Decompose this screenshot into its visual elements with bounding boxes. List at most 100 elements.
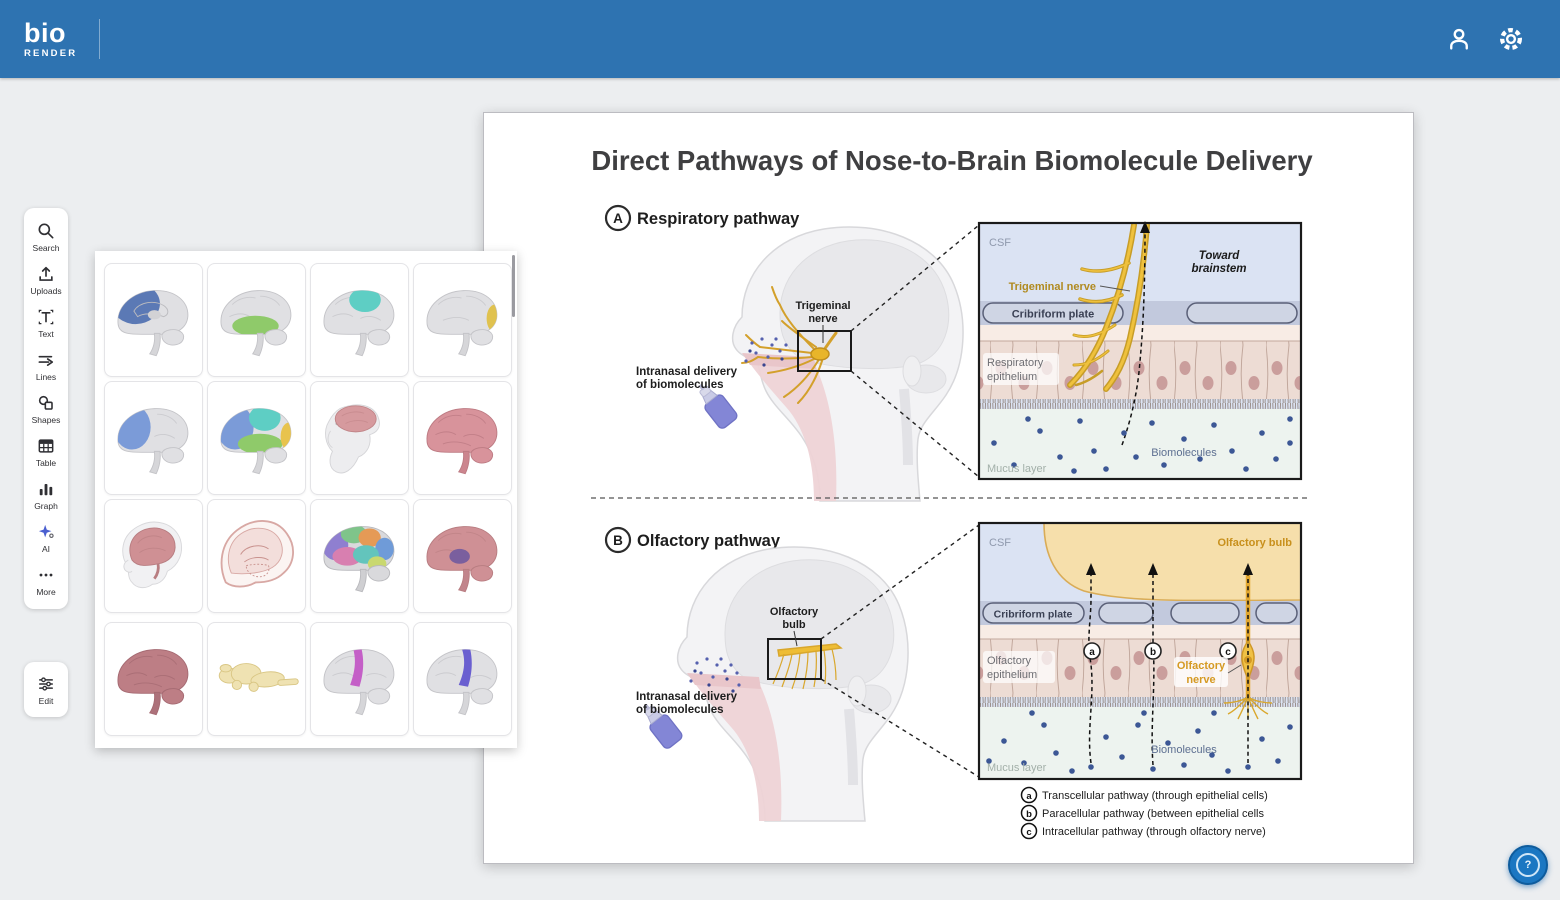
olfactory-fibers bbox=[772, 648, 837, 690]
panel-b-heading: B Olfactory pathway bbox=[604, 526, 781, 554]
toolbar-item-search[interactable]: Search bbox=[24, 216, 68, 259]
inset-respiratory: CSF Toward brainstem Trigeminal nerve Cr… bbox=[977, 221, 1303, 481]
head-illustration-b[interactable] bbox=[636, 547, 908, 821]
svg-text:a: a bbox=[1089, 647, 1095, 658]
toolbar-item-text[interactable]: Text bbox=[24, 302, 68, 345]
help-question-icon: ? bbox=[1516, 853, 1540, 877]
legend-row-c: Intracellular pathway (through olfactory… bbox=[1042, 826, 1266, 838]
tool-rail: Search Uploads Text Lines Shapes bbox=[24, 208, 68, 609]
gallery-scrollbar[interactable] bbox=[512, 255, 515, 317]
toolbar-item-more[interactable]: More bbox=[24, 560, 68, 603]
nasal-spray-bottle-b bbox=[644, 704, 683, 749]
upload-icon bbox=[39, 266, 53, 281]
gallery-item-brain-dark-pink[interactable] bbox=[104, 622, 203, 736]
logo-sub: RENDER bbox=[24, 47, 78, 59]
panel-a-label: Respiratory pathway bbox=[637, 210, 800, 228]
gallery-item-brain-parietal-teal[interactable] bbox=[310, 263, 409, 377]
panel-a-heading: A Respiratory pathway bbox=[604, 204, 800, 232]
lines-icon bbox=[38, 355, 54, 366]
delivery-label-b: Intranasal delivery bbox=[636, 691, 738, 703]
gallery-item-brain-insula-purple[interactable] bbox=[413, 499, 512, 613]
toolbar-item-ai[interactable]: AI bbox=[24, 517, 68, 560]
olfactory-bulb-label: Olfactory bbox=[770, 606, 819, 618]
biomolecules-label-b: Biomolecules bbox=[1151, 744, 1217, 756]
biomolecules-label-a: Biomolecules bbox=[1151, 447, 1217, 459]
panel-b-letter: B bbox=[613, 533, 623, 548]
trigeminal-nerve-label: Trigeminal bbox=[795, 300, 850, 312]
olfactory-nerve-label: Olfactory bbox=[1177, 660, 1226, 672]
toolbar-item-shapes[interactable]: Shapes bbox=[24, 388, 68, 431]
svg-text:a: a bbox=[1026, 791, 1032, 802]
svg-text:b: b bbox=[1026, 809, 1032, 820]
biorender-logo[interactable]: bio RENDER bbox=[24, 19, 78, 59]
figure-title: Direct Pathways of Nose-to-Brain Biomole… bbox=[591, 145, 1313, 176]
settings-gear-icon[interactable] bbox=[1496, 24, 1526, 54]
toolbar-item-edit[interactable]: Edit bbox=[24, 669, 68, 712]
respiratory-epithelium-label: Respiratory bbox=[987, 357, 1044, 369]
gallery-item-brain-gyrus-violet[interactable] bbox=[413, 622, 512, 736]
legend-row-a: Transcellular pathway (through epithelia… bbox=[1042, 790, 1268, 802]
svg-text:c: c bbox=[1225, 647, 1231, 658]
svg-text:of biomolecules: of biomolecules bbox=[636, 379, 724, 391]
gallery-item-brainstem-yellow[interactable] bbox=[207, 622, 306, 736]
gallery-item-infant-brain[interactable] bbox=[104, 499, 203, 613]
toward-brainstem-label: Toward bbox=[1199, 250, 1240, 262]
graph-icon bbox=[39, 484, 53, 496]
gallery-item-head-sagittal-pink[interactable] bbox=[207, 499, 306, 613]
gallery-item-brain-gyrus-magenta[interactable] bbox=[310, 622, 409, 736]
head-illustration-a[interactable] bbox=[691, 286, 852, 430]
olfactory-bulb-shape bbox=[777, 643, 843, 657]
brain-gallery-panel bbox=[95, 251, 517, 748]
biomolecule-dots-a bbox=[991, 416, 1293, 474]
tool-rail-edit: Edit bbox=[24, 662, 68, 717]
canvas-page[interactable]: Direct Pathways of Nose-to-Brain Biomole… bbox=[483, 112, 1414, 864]
svg-text:bulb: bulb bbox=[782, 619, 805, 631]
toolbar-item-uploads[interactable]: Uploads bbox=[24, 259, 68, 302]
cribriform-plate-label-b: Cribriform plate bbox=[994, 609, 1073, 621]
ai-sparkle-icon bbox=[38, 524, 54, 538]
csf-label-a: CSF bbox=[989, 237, 1011, 249]
zoom-box-b bbox=[767, 638, 822, 680]
toolbar-item-graph[interactable]: Graph bbox=[24, 474, 68, 517]
svg-text:nerve: nerve bbox=[1186, 674, 1215, 686]
help-button[interactable]: ? bbox=[1508, 845, 1548, 885]
legend-row-b: Paracellular pathway (between epithelial… bbox=[1042, 808, 1264, 820]
gallery-item-brain-regions-multi[interactable] bbox=[310, 499, 409, 613]
trigeminal-ganglion bbox=[810, 347, 830, 361]
gallery-item-brain-medial-blue[interactable] bbox=[104, 263, 203, 377]
top-bar: bio RENDER bbox=[0, 0, 1560, 78]
gallery-item-brain-frontal-blue[interactable] bbox=[104, 381, 203, 495]
svg-text:of biomolecules: of biomolecules bbox=[636, 704, 724, 716]
account-icon[interactable] bbox=[1444, 24, 1474, 54]
edit-sliders-icon bbox=[39, 677, 53, 691]
svg-text:nerve: nerve bbox=[808, 313, 837, 325]
csf-label-b: CSF bbox=[989, 537, 1011, 549]
pathway-legend: a Transcellular pathway (through epithel… bbox=[1020, 786, 1268, 840]
toolbar-item-lines[interactable]: Lines bbox=[24, 345, 68, 388]
gallery-item-monkey-brain[interactable] bbox=[310, 381, 409, 495]
toolbar-item-table[interactable]: Table bbox=[24, 431, 68, 474]
gallery-item-brain-lobes-multi[interactable] bbox=[207, 381, 306, 495]
olfactory-epithelium-label: Olfactory bbox=[987, 655, 1032, 667]
more-dots-icon bbox=[39, 573, 53, 577]
gallery-item-brain-temporal-green[interactable] bbox=[207, 263, 306, 377]
mucus-layer-label-b: Mucus layer bbox=[987, 762, 1047, 774]
gallery-item-brain-occipital-yellow[interactable] bbox=[413, 263, 512, 377]
svg-text:c: c bbox=[1026, 827, 1031, 838]
biomolecule-dots-b bbox=[986, 710, 1293, 774]
mucus-layer-label-a: Mucus layer bbox=[987, 463, 1047, 475]
panel-b-label: Olfactory pathway bbox=[637, 532, 781, 550]
cribriform-plate-label-a: Cribriform plate bbox=[1012, 309, 1095, 321]
inset-olfactory: a b c CSF Olfactory bulb Cribriform plat… bbox=[977, 521, 1303, 781]
spray-dots-a bbox=[744, 337, 788, 367]
figure-svg: Direct Pathways of Nose-to-Brain Biomole… bbox=[591, 145, 1313, 840]
shapes-icon bbox=[38, 395, 53, 410]
delivery-label-a: Intranasal delivery bbox=[636, 366, 738, 378]
svg-text:brainstem: brainstem bbox=[1192, 263, 1247, 275]
panel-a-letter: A bbox=[613, 211, 623, 226]
svg-text:b: b bbox=[1150, 647, 1156, 658]
gallery-item-brain-pink[interactable] bbox=[413, 381, 512, 495]
svg-text:epithelium: epithelium bbox=[987, 669, 1037, 681]
logo-separator bbox=[99, 19, 101, 59]
spray-dots-b bbox=[689, 657, 741, 693]
